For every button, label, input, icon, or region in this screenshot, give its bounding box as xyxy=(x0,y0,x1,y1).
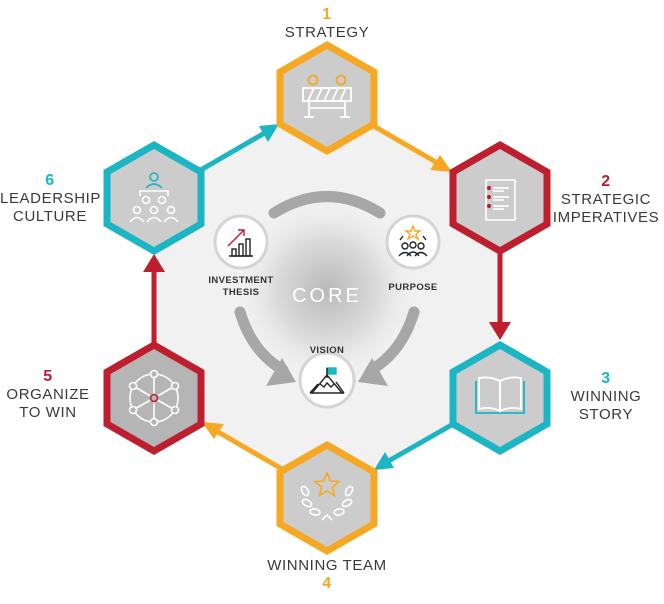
investment-thesis-line1: INVESTMENT xyxy=(208,275,274,286)
step-2-title-line1: STRATEGIC xyxy=(560,191,652,208)
team-star-icon xyxy=(398,224,428,257)
step-3-title-line2: STORY xyxy=(578,406,634,423)
step-6-label: 6 LEADERSHIP CULTURE xyxy=(0,172,100,226)
step-6-title-line2: CULTURE xyxy=(13,208,87,225)
edge-3-to-4 xyxy=(374,420,457,470)
step-4-title: WINNING TEAM xyxy=(267,557,387,574)
investment-thesis-node[interactable] xyxy=(213,214,269,270)
step-3-number: 3 xyxy=(601,370,611,387)
step-1-label: 1 STRATEGY xyxy=(267,6,387,42)
step-2-label: 2 STRATEGIC IMPERATIVES xyxy=(548,173,664,227)
org-chart-people-icon xyxy=(129,172,179,223)
core-title: CORE xyxy=(292,285,362,307)
step-5-hexagon[interactable] xyxy=(103,340,205,456)
step-1-title: STRATEGY xyxy=(284,24,370,41)
step-6-title-line1: LEADERSHIP xyxy=(0,190,102,207)
open-book-icon xyxy=(475,376,525,414)
step-6-hexagon[interactable] xyxy=(103,140,205,256)
step-5-title-line1: ORGANIZE xyxy=(6,386,90,403)
vision-node[interactable] xyxy=(298,351,356,409)
step-1-hexagon[interactable] xyxy=(276,40,378,156)
barricade-icon xyxy=(302,74,352,118)
step-5-number: 5 xyxy=(43,368,53,385)
purpose-node[interactable] xyxy=(385,214,441,270)
vision-label: VISION xyxy=(309,345,345,356)
edge-2-to-3 xyxy=(489,250,511,340)
step-2-hexagon[interactable] xyxy=(449,140,551,256)
investment-thesis-label: INVESTMENT THESIS xyxy=(196,275,286,299)
growth-chart-icon xyxy=(227,229,253,257)
step-5-title-line2: TO WIN xyxy=(19,404,77,421)
edge-5-to-6 xyxy=(143,254,165,344)
step-2-title-line2: IMPERATIVES xyxy=(552,209,660,226)
mountain-flag-icon xyxy=(309,367,345,394)
checklist-icon xyxy=(485,179,516,221)
step-3-title-line1: WINNING xyxy=(570,388,642,405)
purpose-label: PURPOSE xyxy=(388,282,438,293)
edge-4-to-5 xyxy=(202,422,284,472)
investment-thesis-line2: THESIS xyxy=(222,287,260,298)
step-2-number: 2 xyxy=(601,173,611,190)
step-1-number: 1 xyxy=(322,6,332,23)
step-3-hexagon[interactable] xyxy=(449,340,551,456)
arrow-head-right xyxy=(358,358,388,386)
edge-1-to-2 xyxy=(370,122,452,172)
network-wheel-icon xyxy=(128,369,180,427)
step-3-label: 3 WINNING STORY xyxy=(556,370,656,424)
arrow-head-left xyxy=(266,358,296,386)
step-5-label: 5 ORGANIZE TO WIN xyxy=(0,368,96,422)
step-6-number: 6 xyxy=(45,172,55,189)
step-4-hexagon[interactable] xyxy=(276,440,378,556)
step-4-number: 4 xyxy=(322,575,332,592)
step-4-label: WINNING TEAM 4 xyxy=(252,557,402,593)
star-laurel-icon xyxy=(300,471,354,521)
core-glow xyxy=(232,195,422,385)
edge-6-to-1 xyxy=(197,124,279,174)
